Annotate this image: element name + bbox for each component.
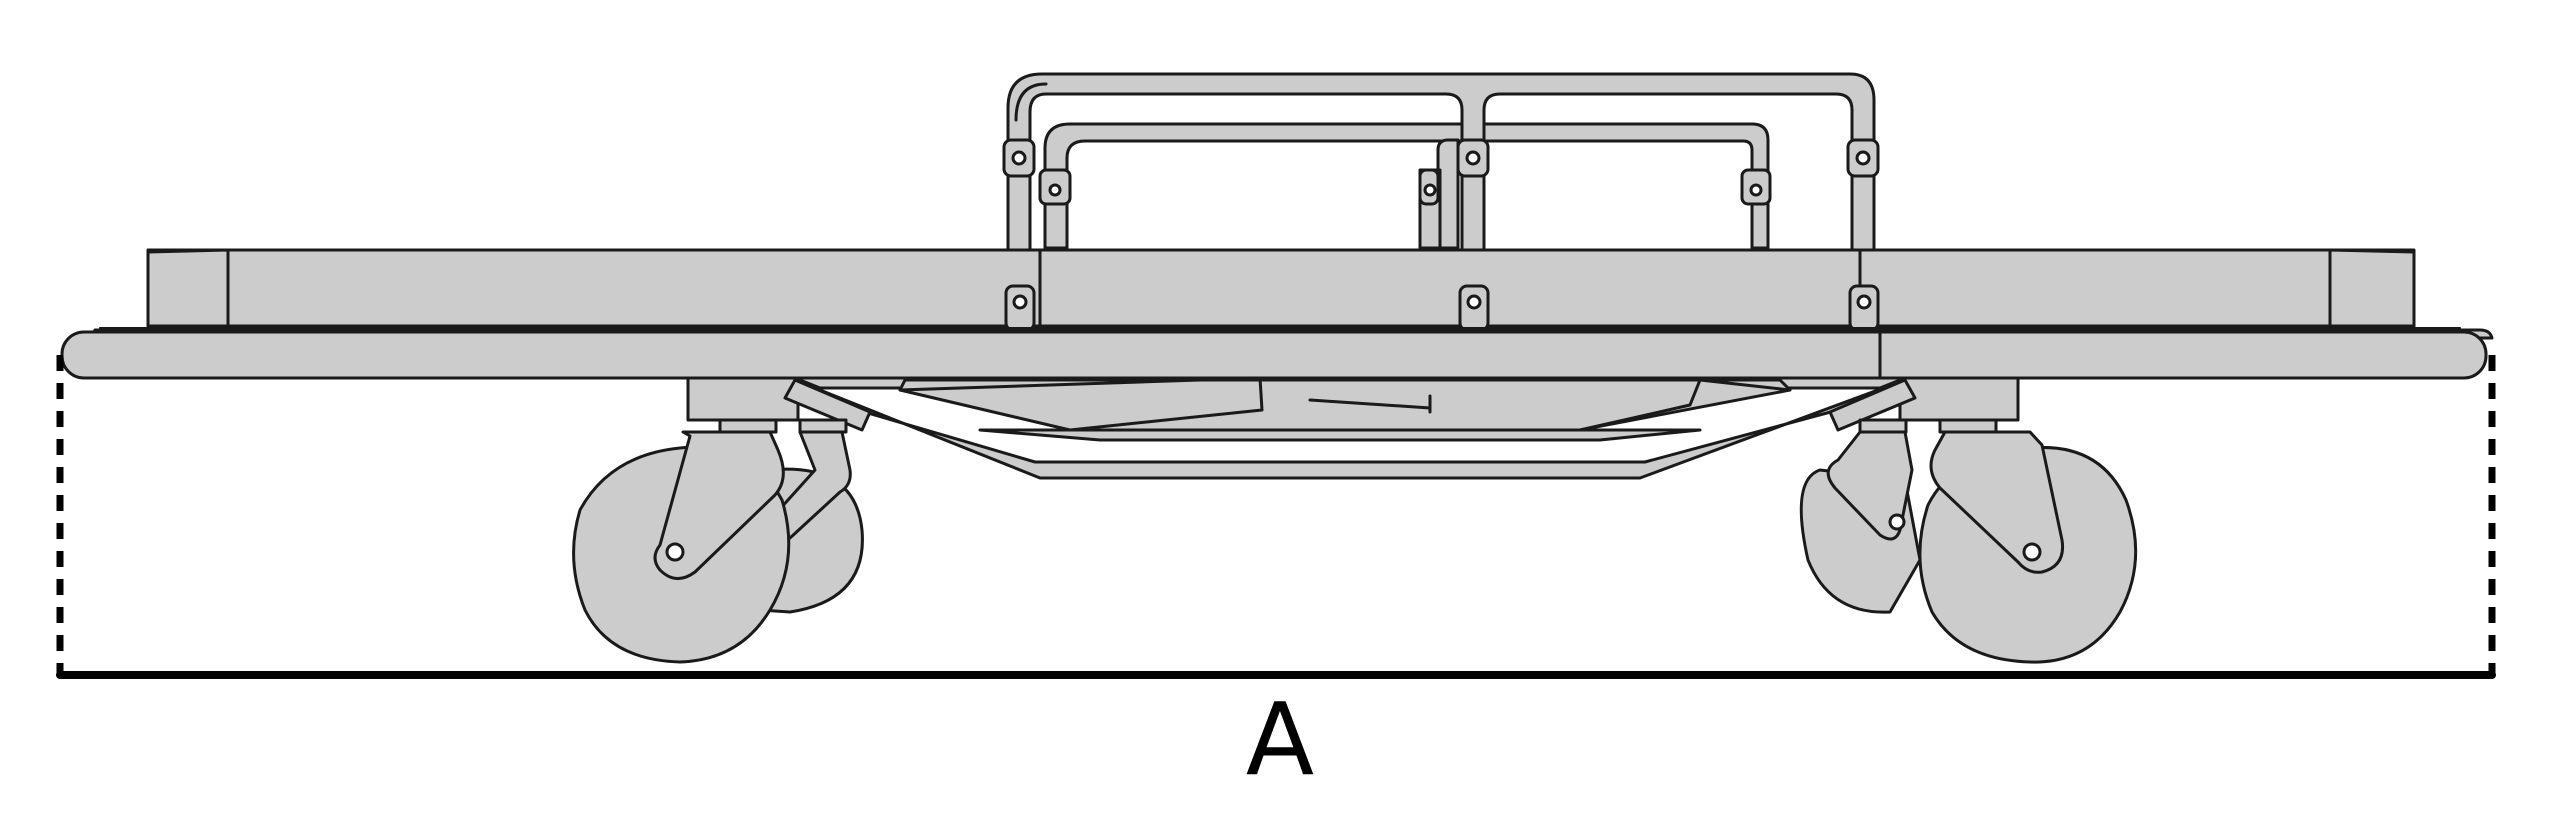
undercarriage (686, 376, 2020, 480)
caster-front-left (572, 430, 791, 664)
dimension-a (56, 355, 2496, 679)
dimension-label: A (1245, 681, 1315, 798)
rail-hinges-lower (1004, 284, 1880, 332)
frame-rail (60, 327, 2494, 380)
caster-front-right (1918, 430, 2138, 664)
side-rail-rear (1038, 122, 1772, 250)
mattress (146, 248, 2416, 328)
side-rail-front (1002, 72, 1880, 332)
caster-rear-right (1799, 430, 1922, 614)
